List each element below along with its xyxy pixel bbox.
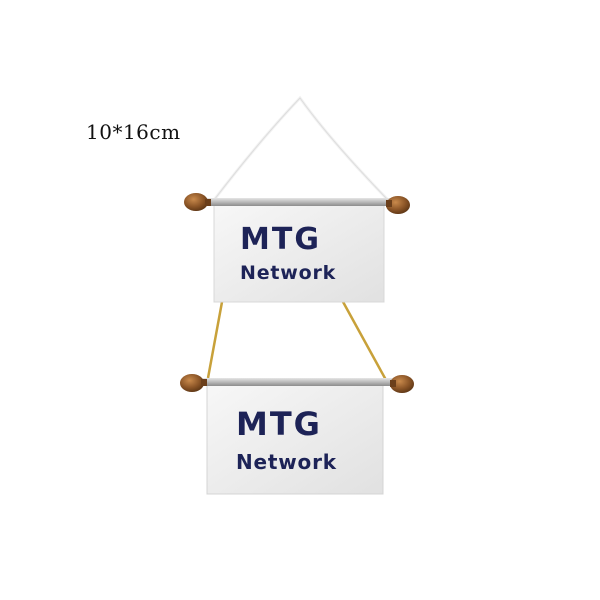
banner-1-rod bbox=[200, 198, 396, 206]
banner-2-left-knob bbox=[180, 374, 204, 392]
banner-2-cloth bbox=[206, 383, 384, 495]
banner-2-title: MTG bbox=[236, 405, 322, 443]
banner-2-rod bbox=[196, 378, 400, 386]
banner-1-title: MTG bbox=[240, 222, 321, 257]
size-label: 10*16cm bbox=[86, 120, 181, 144]
banner-2-right-knob bbox=[390, 375, 414, 393]
banner-1-subtitle: Network bbox=[240, 262, 337, 284]
top-hanging-cord bbox=[212, 95, 390, 202]
banner-1-cloth bbox=[213, 203, 385, 303]
banner-1-left-knob bbox=[184, 193, 208, 211]
connecting-cord bbox=[206, 299, 388, 381]
banner-2-subtitle: Network bbox=[236, 450, 337, 474]
